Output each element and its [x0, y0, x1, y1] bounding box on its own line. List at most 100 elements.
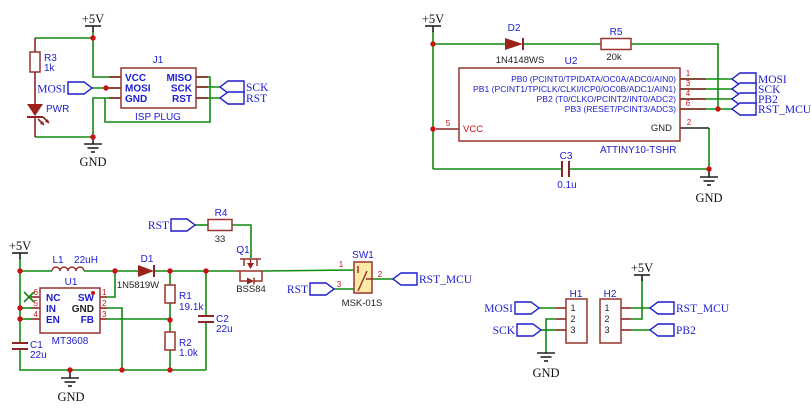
q1-ref[interactable]: Q1: [236, 245, 250, 256]
d2-value[interactable]: 1N4148WS: [496, 55, 545, 66]
gnd-flag-mcu[interactable]: GND: [695, 169, 723, 205]
r3-ref[interactable]: R3: [44, 53, 57, 64]
net-flag-pb2-mcu[interactable]: PB2: [730, 92, 778, 106]
r3-value[interactable]: 1k: [44, 63, 56, 74]
power-flag-5v-isp[interactable]: +5V: [82, 12, 104, 32]
j1-name[interactable]: ISP PLUG: [135, 112, 181, 123]
sck-flag-label[interactable]: SCK: [758, 84, 781, 96]
power-label[interactable]: +5V: [631, 261, 653, 275]
j1-ref[interactable]: J1: [153, 55, 164, 66]
r5-ref[interactable]: R5: [610, 27, 623, 38]
led-pwr[interactable]: PWR: [27, 104, 69, 137]
r4-value[interactable]: 33: [215, 234, 226, 245]
u2-ref[interactable]: U2: [565, 56, 578, 67]
net-flag-rst-r4[interactable]: RST: [148, 218, 197, 232]
r1-ref[interactable]: R1: [179, 291, 192, 302]
gnd-label[interactable]: GND: [695, 191, 722, 205]
rst-mcu-flag-label[interactable]: RST_MCU: [676, 303, 730, 315]
net-flag-rst-mcu-h2[interactable]: RST_MCU: [648, 301, 730, 315]
gnd-flag-h1[interactable]: GND: [532, 352, 560, 380]
net-flag-rst-isp[interactable]: RST: [218, 91, 267, 105]
resistor-r2[interactable]: R2 1.0k: [164, 331, 199, 359]
resistor-r4[interactable]: R4 33: [207, 208, 233, 245]
headers-wires[interactable]: [539, 279, 650, 352]
resistor-r1[interactable]: R1 19.1k: [164, 284, 204, 313]
header-h1[interactable]: H1 1 2 3: [565, 289, 588, 344]
net-flag-mosi-isp[interactable]: MOSI: [37, 81, 94, 96]
r2-value[interactable]: 1.0k: [179, 348, 199, 359]
capacitor-c3[interactable]: C3 0.1u: [557, 151, 576, 191]
diode-d1[interactable]: D1 1N5819W: [117, 254, 159, 291]
d1-ref[interactable]: D1: [141, 254, 154, 265]
l1-ref[interactable]: L1: [52, 255, 64, 266]
rst-mcu-flag-label[interactable]: RST_MCU: [419, 274, 473, 286]
net-flag-sck-isp[interactable]: SCK: [218, 80, 269, 94]
c2-ref[interactable]: C2: [216, 314, 229, 325]
sw1-part[interactable]: MSK-01S: [342, 298, 383, 309]
d2-ref[interactable]: D2: [508, 23, 521, 34]
rst-mcu-flag-label[interactable]: RST_MCU: [758, 104, 811, 116]
header-h2[interactable]: H2 1 2 3: [599, 289, 622, 344]
ic-u2-attiny10[interactable]: U2 ATTINY10-TSHR PB0 (PCINT0/TPIDATA/OC0…: [446, 56, 692, 156]
gnd-label[interactable]: GND: [57, 390, 84, 404]
pb2-flag-label[interactable]: PB2: [758, 94, 778, 106]
rst-flag-label[interactable]: RST: [148, 220, 169, 232]
power-label[interactable]: +5V: [422, 12, 444, 26]
mosi-flag-label[interactable]: MOSI: [758, 74, 787, 86]
power-flag-5v-boost[interactable]: +5V: [9, 239, 31, 259]
mcu-wires[interactable]: [432, 31, 732, 170]
power-flag-5v-mcu[interactable]: +5V: [422, 12, 444, 32]
rst-flag-label[interactable]: RST: [246, 93, 267, 105]
h2-ref[interactable]: H2: [604, 289, 617, 300]
net-flag-mosi-h1[interactable]: MOSI: [484, 301, 541, 315]
q1-value[interactable]: BSS84: [236, 284, 266, 295]
sck-flag-label[interactable]: SCK: [493, 325, 516, 337]
c1-ref[interactable]: C1: [30, 340, 43, 351]
capacitor-c1[interactable]: C1 22u: [12, 340, 47, 361]
reset-wires[interactable]: [195, 224, 393, 290]
h1-ref[interactable]: H1: [570, 289, 583, 300]
mosi-flag-label[interactable]: MOSI: [484, 303, 513, 315]
net-flag-rst-mcu-sw[interactable]: RST_MCU: [391, 272, 473, 286]
r1-value[interactable]: 19.1k: [179, 302, 204, 313]
ic-u1-mt3608[interactable]: U1 MT3608 NC IN EN SW GND FB 6 5 4 1 2 3: [23, 277, 107, 347]
rst-flag-label[interactable]: RST: [287, 284, 308, 296]
capacitor-c2[interactable]: C2 22u: [198, 314, 233, 335]
power-label[interactable]: +5V: [82, 12, 104, 26]
net-flag-sck-h1[interactable]: SCK: [493, 323, 543, 337]
net-flag-rst-mcu[interactable]: RST_MCU: [730, 102, 811, 116]
net-flag-rst-sw[interactable]: RST: [287, 282, 336, 296]
resistor-r5[interactable]: R5 20k: [600, 27, 632, 63]
pb2-flag-label[interactable]: PB2: [676, 325, 696, 337]
gnd-flag-isp[interactable]: GND: [79, 137, 107, 169]
diode-d2[interactable]: D2 1N4148WS: [496, 23, 545, 66]
l1-value[interactable]: 22uH: [74, 255, 98, 266]
mosfet-q1[interactable]: Q1 BSS84: [236, 245, 266, 295]
isp-wires[interactable]: [35, 31, 220, 138]
d1-value[interactable]: 1N5819W: [117, 280, 159, 291]
gnd-label[interactable]: GND: [79, 155, 106, 169]
gnd-flag-boost[interactable]: GND: [57, 370, 85, 404]
gnd-label[interactable]: GND: [532, 366, 559, 380]
c3-value[interactable]: 0.1u: [557, 180, 576, 191]
c3-ref[interactable]: C3: [560, 151, 573, 162]
r2-ref[interactable]: R2: [179, 338, 192, 349]
switch-sw1[interactable]: SW1 MSK-01S 1 2 3: [337, 250, 383, 309]
boost-wires[interactable]: [19, 258, 355, 371]
c1-value[interactable]: 22u: [30, 350, 47, 361]
u1-part[interactable]: MT3608: [52, 336, 89, 347]
sw1-ref[interactable]: SW1: [352, 250, 374, 261]
r4-ref[interactable]: R4: [215, 208, 228, 219]
sck-flag-label[interactable]: SCK: [246, 82, 269, 94]
u1-ref[interactable]: U1: [65, 277, 78, 288]
power-label[interactable]: +5V: [9, 239, 31, 253]
r5-value[interactable]: 20k: [606, 52, 622, 63]
led-label[interactable]: PWR: [46, 104, 69, 115]
c2-value[interactable]: 22u: [216, 324, 233, 335]
resistor-r3[interactable]: R3 1k: [29, 38, 57, 104]
power-flag-5v-h2[interactable]: +5V: [631, 261, 653, 281]
connector-j1[interactable]: J1 ISP PLUG VCC MOSI GND MISO SCK RST: [120, 55, 197, 123]
inductor-l1[interactable]: L1 22uH: [51, 255, 98, 272]
mosi-flag-label[interactable]: MOSI: [37, 84, 66, 96]
u2-part[interactable]: ATTINY10-TSHR: [600, 145, 677, 156]
